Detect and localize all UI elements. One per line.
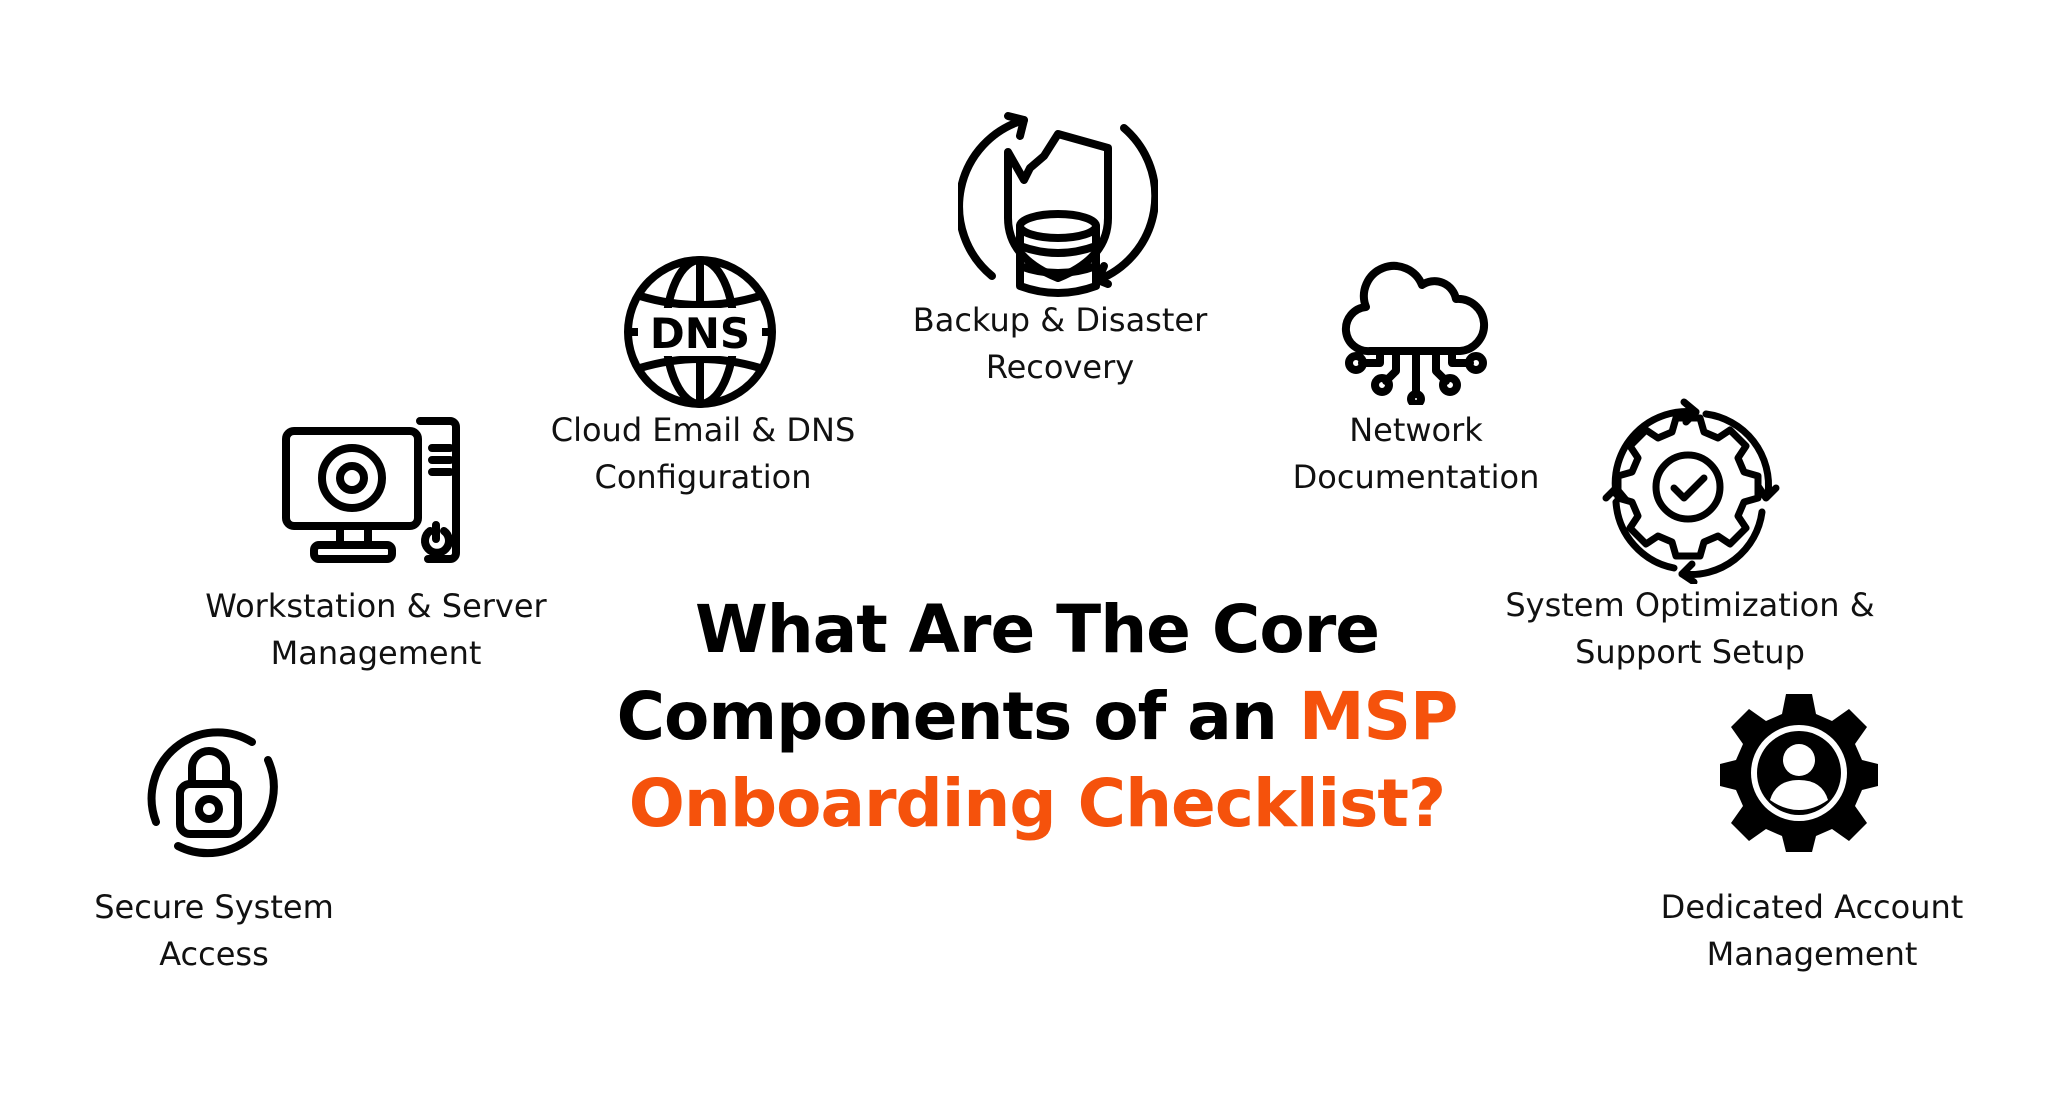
component-label-network-documentation: Network Documentation	[1292, 411, 1540, 496]
component-label-system-optimization: System Optimization & Support Setup	[1505, 586, 1875, 671]
backup-shield-database-icon	[958, 108, 1158, 300]
component-label-backup-recovery: Backup & Disaster Recovery	[912, 301, 1208, 386]
cloud-network-icon	[1340, 255, 1492, 405]
component-label-secure-system-access: Secure System Access	[94, 888, 334, 973]
computer-gear-icon	[280, 415, 465, 565]
page-title: What Are The Core Components of an MSP O…	[616, 591, 1459, 842]
padlock-circle-icon	[134, 712, 284, 862]
component-label-workstation-server: Workstation & Server Management	[205, 587, 547, 672]
component-label-cloud-email-dns: Cloud Email & DNS Configuration	[550, 411, 856, 496]
dns-globe-icon: DNS	[620, 252, 780, 412]
svg-text:DNS: DNS	[650, 309, 750, 358]
gear-user-icon	[1716, 690, 1882, 856]
component-label-dedicated-account: Dedicated Account Management	[1660, 888, 1964, 973]
gear-check-cycle-icon	[1596, 394, 1780, 584]
